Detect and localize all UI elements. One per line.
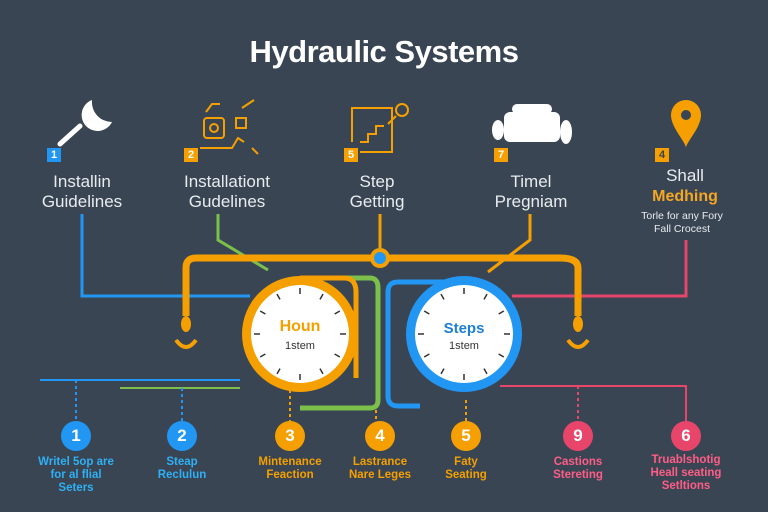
top-badge-7: 7 xyxy=(494,148,508,162)
pipes-icon xyxy=(492,104,572,144)
feeder-line-4 xyxy=(512,240,688,298)
bottom-label-6-line1: Castions xyxy=(553,456,603,468)
gauge-right-dial xyxy=(406,276,522,392)
feeder-line-7 xyxy=(487,214,532,274)
gauge-tick xyxy=(334,310,341,315)
location-pin-icon xyxy=(671,100,701,148)
bottom-label-6-line2: Stereting xyxy=(553,469,603,481)
bottom-label-2: Steap Reclulun xyxy=(127,456,237,482)
bottom-node-5: 5 xyxy=(451,421,481,451)
bottom-node-6: 6 xyxy=(671,421,701,451)
bottom-label-1: Writel 5op are for al flial Seters xyxy=(21,456,131,495)
gauge-tick xyxy=(334,353,341,358)
green-loop xyxy=(300,275,381,411)
top-label-4-line2: Pregniam xyxy=(494,192,568,211)
gauge-tick xyxy=(423,353,430,358)
feeder-line-2 xyxy=(216,214,269,272)
gauge-left-title: Houn xyxy=(279,318,321,335)
top-badge-5: 5 xyxy=(344,148,358,162)
bottom-node-2: 2 xyxy=(167,421,197,451)
top-label-3-line1: Step xyxy=(359,172,395,191)
gauge-left-subtitle: 1stem xyxy=(285,340,315,352)
top-label-5-caption-line1: Torle for any Fory xyxy=(641,210,723,222)
gauge-tick xyxy=(483,368,488,375)
gauge-tick xyxy=(319,368,324,375)
bottom-label-4-line1: Lastrance xyxy=(352,456,408,468)
blue-loop xyxy=(385,279,466,409)
left-hook xyxy=(174,338,198,349)
top-label-5-highlight: Medhing xyxy=(652,188,718,205)
bottom-label-2-line1: Steap xyxy=(166,456,198,468)
gauge-tick xyxy=(259,310,266,315)
top-badge-4: 4 xyxy=(655,148,669,162)
top-label-2: Installationt Gudelines xyxy=(162,172,292,212)
top-label-4-line1: Timel xyxy=(510,172,552,191)
bottom-label-6: Castions Stereting xyxy=(523,456,633,482)
bottom-label-5-line1: Faty xyxy=(454,456,478,468)
top-badge-1: 1 xyxy=(47,148,61,162)
top-label-1-line1: Installin xyxy=(53,172,111,191)
gauge-tick xyxy=(440,293,445,300)
orange-loop xyxy=(300,275,359,378)
gauge-tick xyxy=(440,368,445,375)
gauge-tick xyxy=(483,293,488,300)
bottom-label-7-line1: Truablshotig xyxy=(651,454,721,466)
gauge-left-dial xyxy=(242,276,358,392)
feeder-line-1 xyxy=(80,214,250,298)
bottom-label-5: Faty Seating xyxy=(411,456,521,482)
gauge-tick xyxy=(319,293,324,300)
bottom-label-3: Mintenance Feaction xyxy=(235,456,345,482)
top-label-5: Shall xyxy=(666,166,704,185)
right-hook xyxy=(566,338,590,349)
bottom-label-1-line2: for al flial xyxy=(50,469,102,481)
bottom-node-9: 9 xyxy=(563,421,593,451)
gauge-right-subtitle: 1stem xyxy=(449,340,479,352)
gauge-tick xyxy=(498,353,505,358)
bottom-node-4: 4 xyxy=(365,421,395,451)
gauge-right-title: Steps xyxy=(443,320,485,337)
top-label-4: Timel Pregniam xyxy=(466,172,596,212)
moon-magnifier-icon xyxy=(57,100,112,147)
top-label-5-caption: Torle for any Fory Fall Crocest xyxy=(612,210,752,236)
bottom-label-7: Truablshotig Heall seating Setltions xyxy=(631,454,741,493)
circuit-tool-icon xyxy=(200,99,259,155)
bottom-label-5-line2: Seating xyxy=(445,469,487,481)
staircase-icon xyxy=(351,103,409,153)
top-label-1-line2: Guidelines xyxy=(41,192,123,211)
bottom-label-1-line1: Writel 5op are xyxy=(38,456,114,468)
bottom-label-1-line3: Seters xyxy=(58,482,94,494)
bottom-label-3-line2: Feaction xyxy=(266,469,314,481)
gauge-tick xyxy=(498,310,505,315)
top-label-5-caption-line2: Fall Crocest xyxy=(653,223,710,235)
bottom-label-2-line2: Reclulun xyxy=(157,469,207,481)
gauge-tick xyxy=(259,353,266,358)
bottom-label-4-line2: Nare Leges xyxy=(348,469,411,481)
gauge-tick xyxy=(423,310,430,315)
bottom-node-3: 3 xyxy=(275,421,305,451)
top-label-1: Installin Guidelines xyxy=(17,172,147,212)
top-label-3: Step Getting xyxy=(312,172,442,212)
bottom-node-1: 1 xyxy=(61,421,91,451)
gauge-tick xyxy=(276,368,281,375)
bottom-label-3-line1: Mintenance xyxy=(258,456,322,468)
top-label-2-line2: Gudelines xyxy=(188,192,266,211)
manifold-junction-core xyxy=(374,252,386,264)
gauge-tick xyxy=(276,293,281,300)
top-badge-2: 2 xyxy=(184,148,198,162)
top-label-2-line1: Installationt xyxy=(184,172,270,191)
bottom-label-4: Lastrance Nare Leges xyxy=(325,456,435,482)
page-title: Hydraulic Systems xyxy=(249,34,519,69)
top-label-3-line2: Getting xyxy=(349,192,405,211)
bottom-label-7-line2: Heall seating xyxy=(650,467,722,479)
bottom-label-7-line3: Setltions xyxy=(661,480,711,492)
